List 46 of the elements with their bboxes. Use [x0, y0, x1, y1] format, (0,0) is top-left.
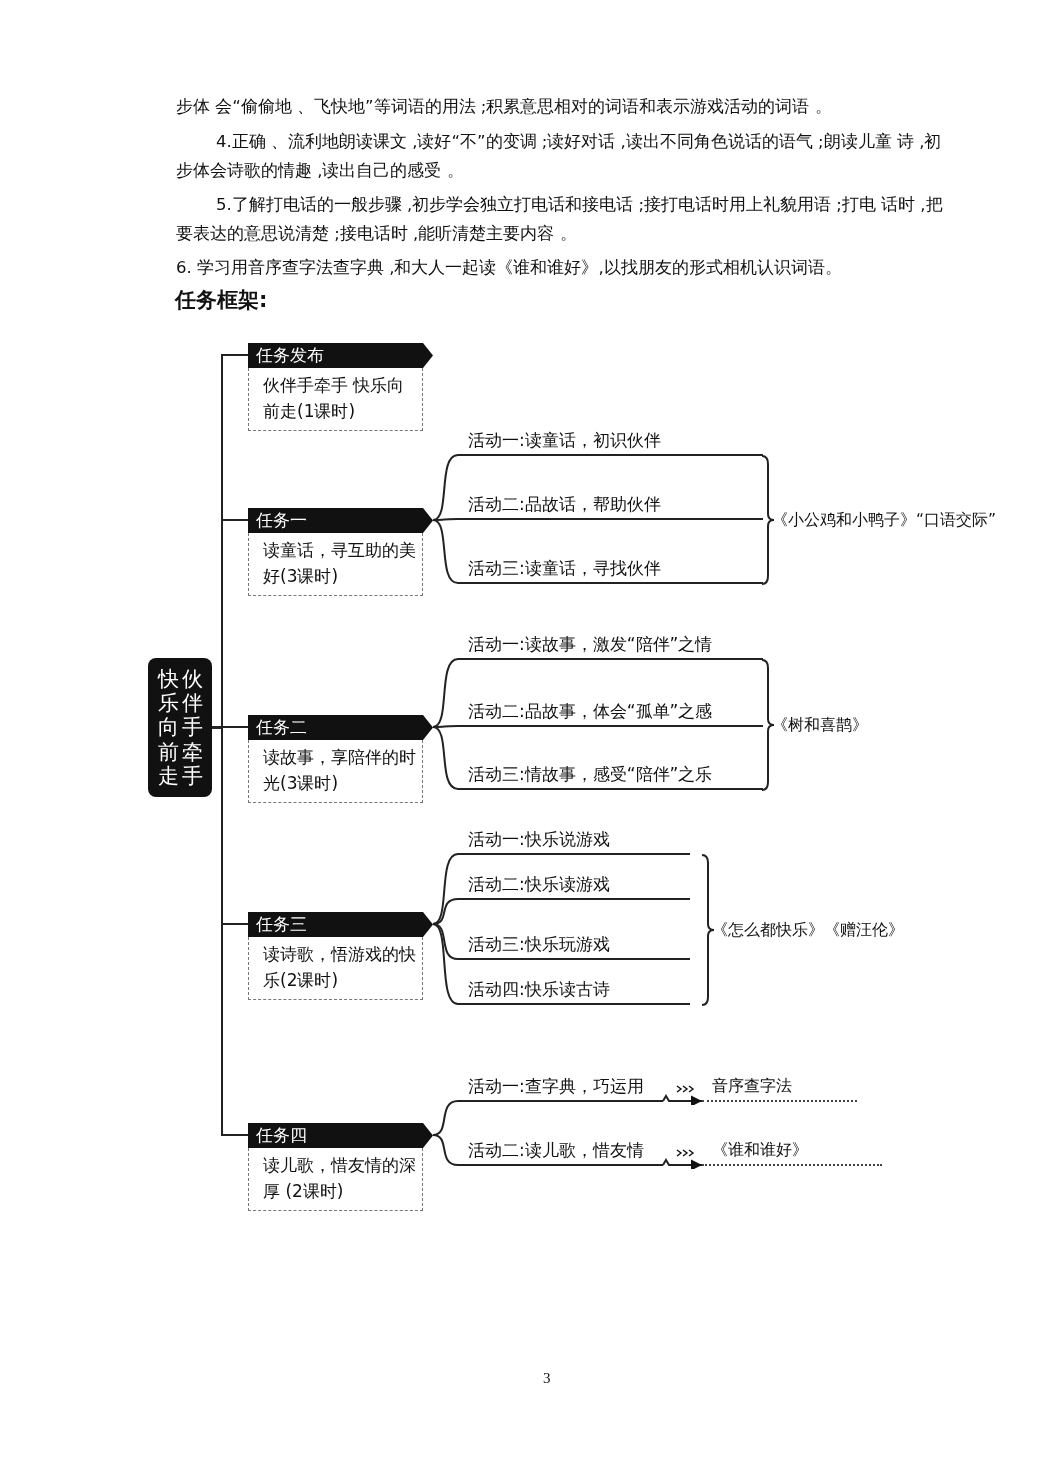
connector-line	[662, 1094, 703, 1107]
connector-line	[662, 1158, 703, 1171]
activity-text: 活动一:快乐说游戏	[458, 827, 690, 855]
task-tag: 任务四	[248, 1123, 433, 1148]
paragraph: 5.了解打电话的一般步骤 ,初步学会独立打电话和接电话 ;接打电话时用上礼貌用语 ;打电 话时 ,把要表达的意思说清楚 ;接电话时 ,能听清楚主要内容 。	[176, 194, 944, 245]
task-tag: 任务三	[248, 912, 433, 937]
paragraph: 4.正确 、流利地朗读课文 ,读好“不”的变调 ;读好对话 ,读出不同角色说话的语气 ;朗读儿童 诗 ,初步体会诗歌的情趣 ,读出自己的感受 。	[176, 131, 943, 182]
activity-text: 活动二:品故话，帮助伙伴	[458, 492, 763, 520]
connector-line	[432, 454, 459, 521]
reference-text: 《谁和谁好》	[702, 1138, 882, 1166]
connector-line	[432, 726, 459, 790]
paragraph: 步体 会“偷偷地 、飞快地”等词语的用法 ;积累意思相对的词语和表示游戏活动的词语 。	[176, 96, 833, 118]
activity-text: 活动一:读故事，激发“陪伴”之情	[458, 632, 763, 660]
task-description: 读故事，享陪伴的时光(3课时)	[248, 740, 423, 803]
section-heading: 任务框架:	[175, 287, 268, 314]
title-text: 快乐向前走	[157, 667, 179, 788]
activity-text: 活动二:读儿歌，惜友情	[458, 1138, 663, 1166]
task-tag: 任务一	[248, 508, 433, 533]
activity-text: 活动四:快乐读古诗	[458, 977, 690, 1005]
activity-text: 活动三:快乐玩游戏	[458, 932, 690, 960]
task-description: 读儿歌，惜友情的深厚 (2课时)	[248, 1148, 423, 1211]
reference-text: 《小公鸡和小鸭子》“口语交际”	[772, 509, 997, 531]
connector-line	[432, 519, 459, 584]
reference-text: 《树和喜鹊》	[772, 714, 868, 736]
task-description: 读童话，寻互助的美好(3课时)	[248, 533, 423, 596]
activity-text: 活动三:读童话，寻找伙伴	[458, 556, 763, 584]
page-number: 3	[543, 1370, 551, 1387]
connector-line	[432, 658, 459, 728]
title-text: 伙伴手牵手	[181, 667, 203, 788]
activity-text: 活动三:情故事，感受“陪伴”之乐	[458, 762, 763, 790]
task-tag: 任务二	[248, 715, 433, 740]
reference-text: 音序查字法	[702, 1074, 857, 1102]
activity-text: 活动二:快乐读游戏	[458, 872, 690, 900]
paragraph: 6. 学习用音序查字法查字典 ,和大人一起读《谁和谁好》,以找朋友的形式相机认识词语。	[176, 257, 843, 279]
task-description: 读诗歌，悟游戏的快乐(2课时)	[248, 937, 423, 1000]
task-tag: 任务发布	[248, 343, 433, 368]
connector-line	[432, 923, 459, 1005]
connector-line	[432, 853, 459, 925]
reference-text: 《怎么都快乐》《赠汪伦》	[712, 919, 904, 941]
task-description: 伙伴手牵手 快乐向前走(1课时)	[248, 368, 423, 431]
connector-line	[211, 726, 249, 1136]
activity-text: 活动一:查字典，巧运用	[458, 1074, 663, 1102]
connector-line	[432, 1134, 459, 1166]
activity-text: 活动一:读童话，初识伙伴	[458, 428, 763, 456]
activity-text: 活动二:品故事，体会“孤单”之感	[458, 699, 763, 727]
connector-line	[432, 923, 459, 960]
